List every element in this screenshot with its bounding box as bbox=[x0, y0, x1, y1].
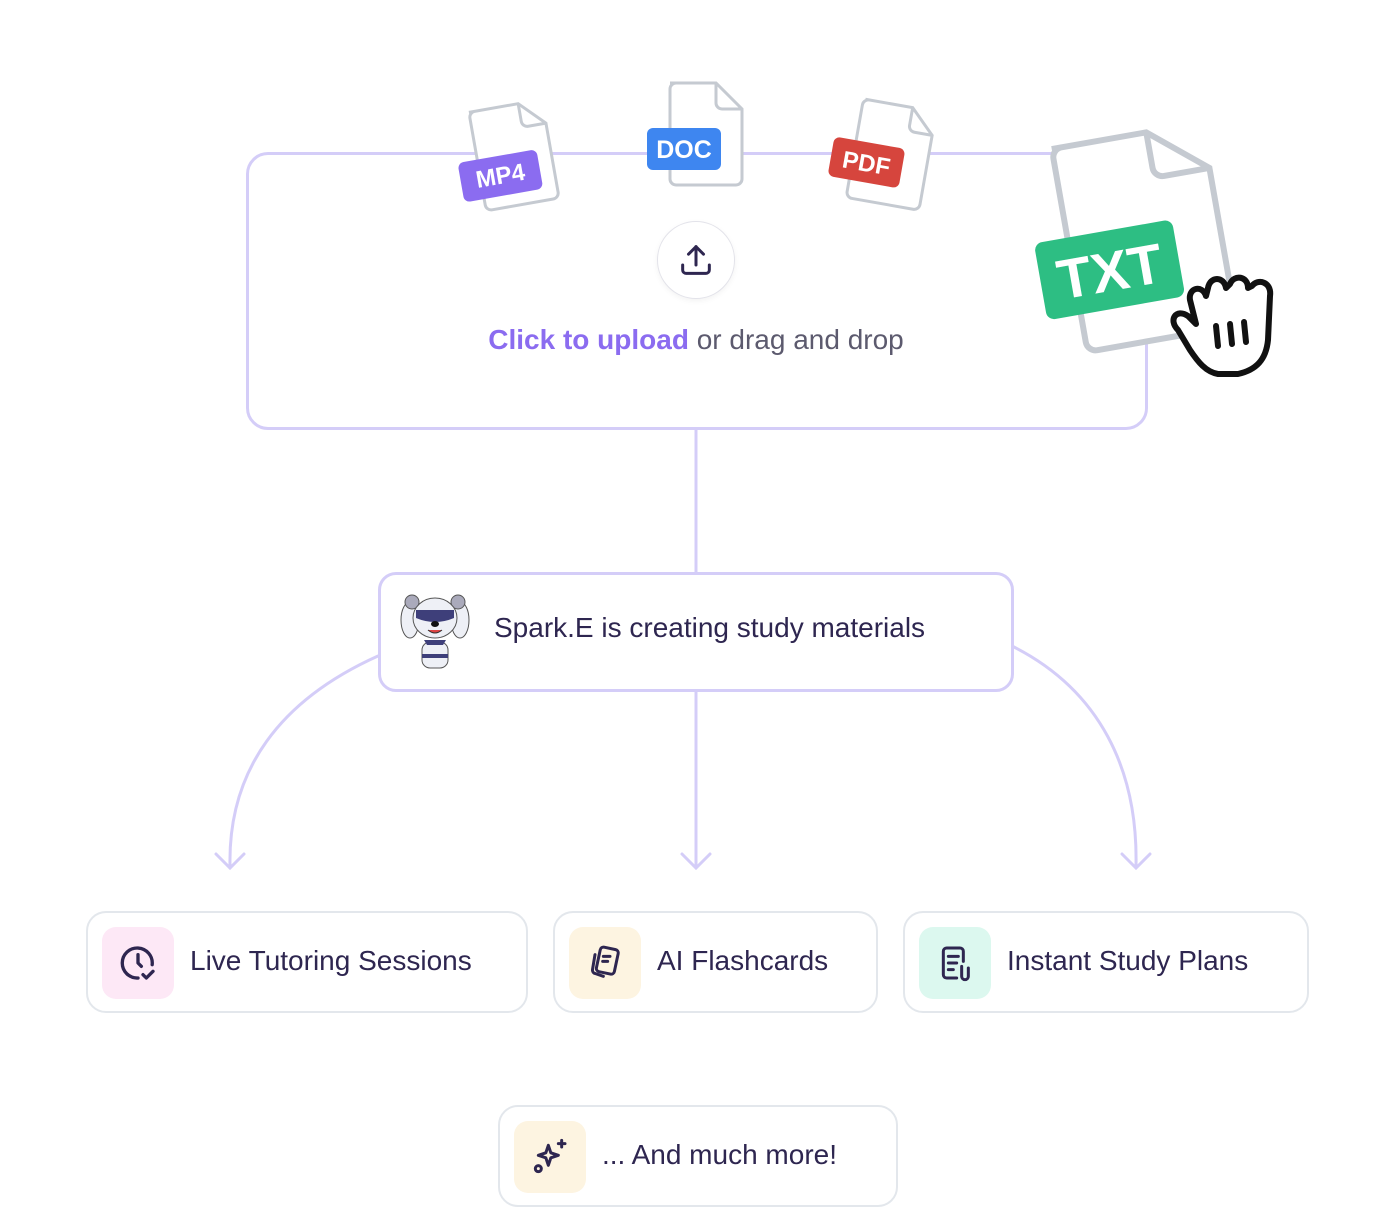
pdf-file-icon: PDF bbox=[828, 97, 934, 211]
more-features-card[interactable]: ... And much more! bbox=[498, 1105, 898, 1207]
output-card-live-tutoring[interactable]: Live Tutoring Sessions bbox=[86, 911, 528, 1013]
drag-drop-text: or drag and drop bbox=[688, 324, 904, 355]
card-label: Live Tutoring Sessions bbox=[190, 945, 472, 976]
upload-icon bbox=[681, 245, 711, 275]
flashcards-icon bbox=[569, 927, 641, 999]
grab-hand-cursor-icon bbox=[1170, 274, 1274, 377]
study-plan-icon bbox=[919, 927, 991, 999]
svg-text:DOC: DOC bbox=[656, 136, 712, 164]
click-to-upload-link[interactable]: Click to upload bbox=[488, 324, 689, 355]
txt-file-icon: TXT bbox=[1035, 129, 1274, 377]
mp4-file-icon: MP4 bbox=[458, 102, 560, 212]
upload-instructions: Click to upload or drag and drop bbox=[246, 324, 1146, 356]
clock-check-icon bbox=[102, 927, 174, 999]
card-label: Instant Study Plans bbox=[1007, 945, 1249, 976]
output-card-ai-flashcards[interactable]: AI Flashcards bbox=[553, 911, 878, 1013]
card-label: AI Flashcards bbox=[657, 945, 829, 976]
spark-e-mascot-icon bbox=[400, 594, 470, 669]
sparkles-icon bbox=[514, 1121, 586, 1193]
processing-status-text: Spark.E is creating study materials bbox=[494, 612, 926, 643]
card-label: ... And much more! bbox=[602, 1139, 837, 1170]
doc-file-icon: DOC bbox=[647, 81, 744, 187]
upload-button[interactable] bbox=[657, 221, 735, 299]
output-card-study-plans[interactable]: Instant Study Plans bbox=[903, 911, 1309, 1013]
processing-status-box bbox=[378, 572, 1014, 692]
